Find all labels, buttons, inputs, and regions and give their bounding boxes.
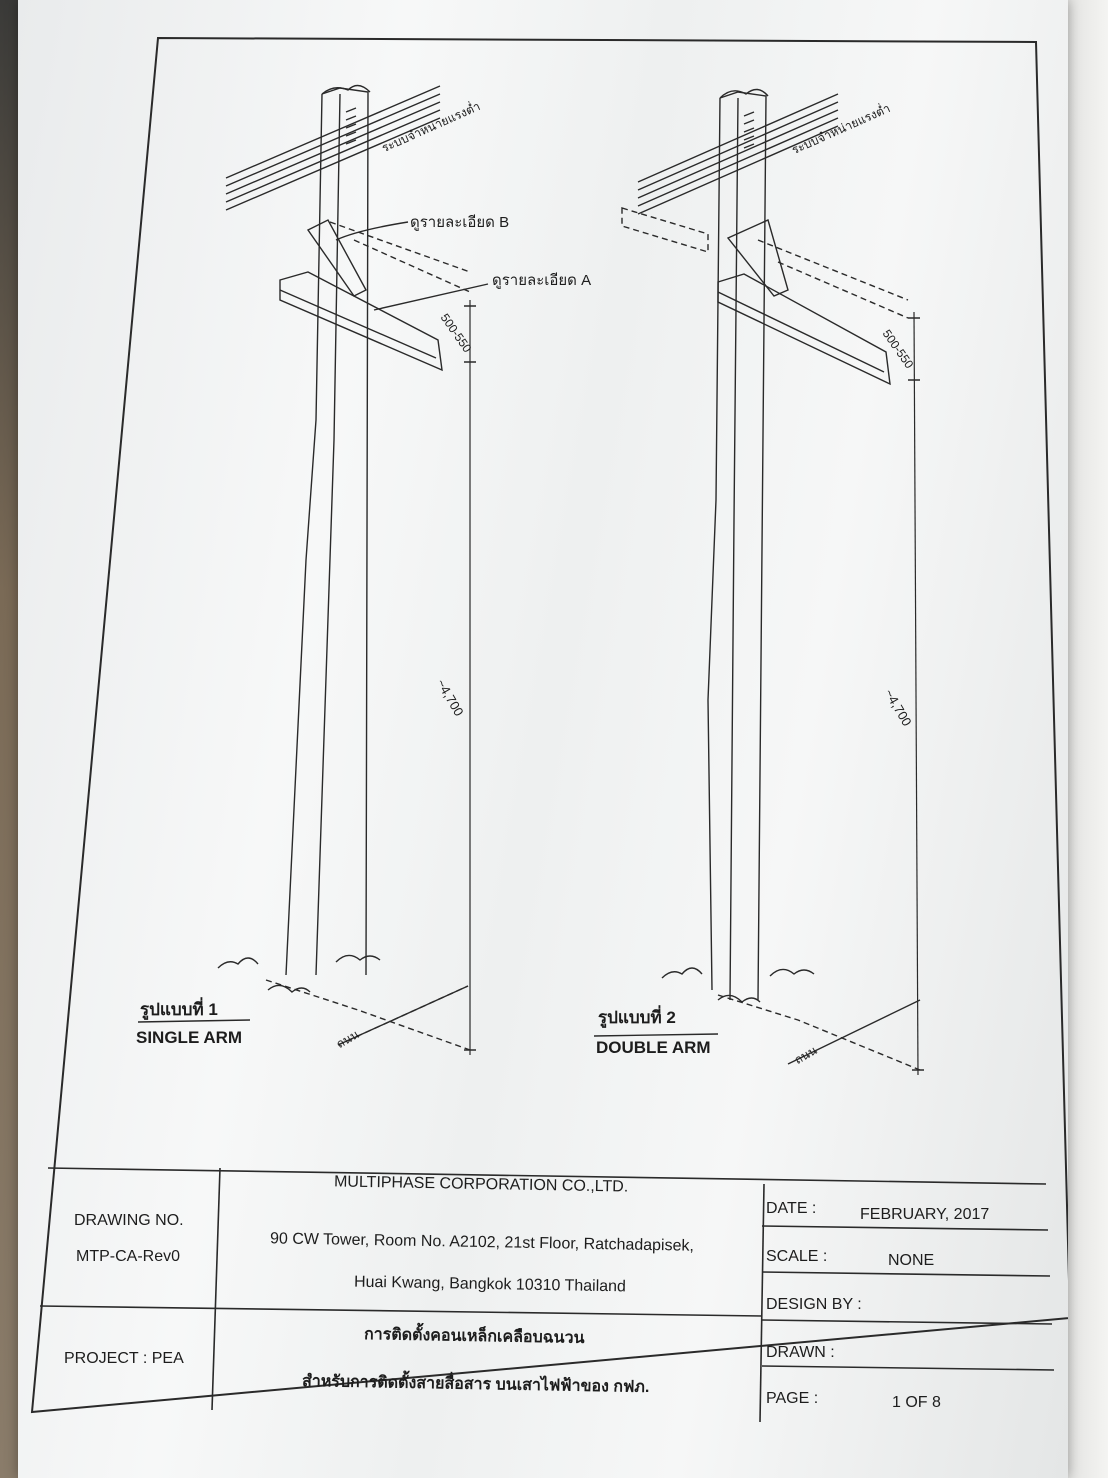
- title-thai-line-1: การติดตั้งคอนเหล็กเคลือบฉนวน: [363, 1326, 585, 1347]
- project-label: PROJECT : PEA: [64, 1350, 184, 1367]
- page-label: PAGE :: [766, 1390, 819, 1407]
- date-label: DATE :: [766, 1200, 817, 1217]
- pole-figure-1: [137, 84, 489, 1055]
- drawing-no-value: MTP-CA-Rev0: [76, 1248, 181, 1265]
- design-by-label: DESIGN BY :: [766, 1296, 862, 1313]
- drawn-label: DRAWN :: [766, 1344, 835, 1361]
- drawing-no-label: DRAWING NO.: [74, 1212, 184, 1229]
- figure-1-caption-thai: รูปแบบที่ 1: [140, 1000, 218, 1019]
- drawing-sheet: ระบบจำหน่ายแรงต่ำ ดูรายละเอียด B ดูรายละ…: [18, 0, 1068, 1478]
- date-value: FEBRUARY, 2017: [860, 1206, 990, 1223]
- figure-2-caption-en: DOUBLE ARM: [596, 1038, 711, 1057]
- title-block-grid: [39, 1167, 1055, 1423]
- scale-label: SCALE :: [766, 1248, 828, 1265]
- detail-b-label: ดูรายละเอียด B: [410, 214, 510, 231]
- scale-value: NONE: [888, 1252, 935, 1269]
- technical-drawing: [30, 36, 1068, 1423]
- pole-figure-2: [593, 88, 924, 1076]
- drawing-frame: [30, 36, 1068, 1414]
- page-value: 1 OF 8: [892, 1394, 941, 1411]
- figure-1-caption-en: SINGLE ARM: [136, 1028, 243, 1047]
- detail-a-label: ดูรายละเอียด A: [492, 272, 592, 289]
- figure-2-caption-thai: รูปแบบที่ 2: [598, 1008, 676, 1027]
